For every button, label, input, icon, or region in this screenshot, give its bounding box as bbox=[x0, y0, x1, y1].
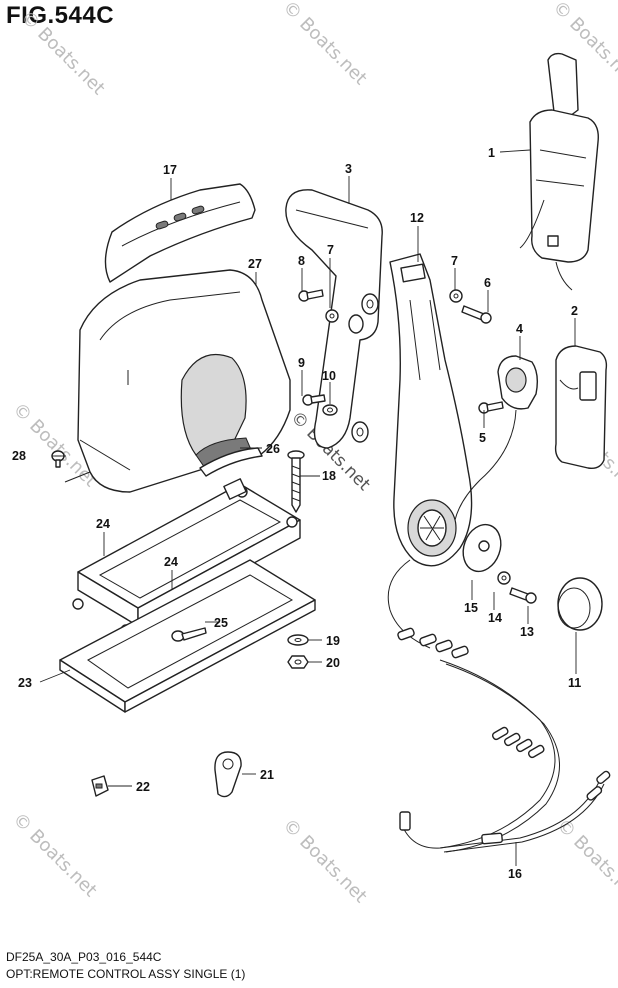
part-13-screw bbox=[509, 587, 537, 604]
part-number-labels: 1 2 3 4 5 6 7 7 8 9 10 11 12 13 14 15 16… bbox=[12, 146, 581, 881]
label-part-5: 5 bbox=[479, 431, 486, 445]
label-part-14: 14 bbox=[488, 611, 502, 625]
label-part-24: 24 bbox=[96, 517, 110, 531]
label-part-12: 12 bbox=[410, 211, 424, 225]
label-part-28: 28 bbox=[12, 449, 26, 463]
leader-lines bbox=[39, 149, 577, 866]
label-part-21: 21 bbox=[260, 768, 274, 782]
part-5-screw bbox=[478, 401, 504, 414]
part-20-nut bbox=[287, 655, 309, 669]
part-6-screw bbox=[461, 305, 492, 324]
watermark-text: © Boats.net bbox=[16, 7, 108, 99]
label-part-8: 8 bbox=[298, 254, 305, 268]
part-16-wiring-harness bbox=[387, 559, 611, 853]
footer-diagram-title: OPT:REMOTE CONTROL ASSY SINGLE (1) bbox=[6, 967, 246, 981]
label-part-15: 15 bbox=[464, 601, 478, 615]
label-part-26: 26 bbox=[266, 442, 280, 456]
label-part-6: 6 bbox=[484, 276, 491, 290]
label-part-10: 10 bbox=[322, 369, 336, 383]
part-23-base-plate bbox=[59, 559, 316, 713]
part-7-star-washer-left bbox=[325, 309, 339, 323]
part-2-handle-grip bbox=[554, 345, 608, 470]
watermark-text: © Boats.net bbox=[8, 809, 100, 901]
part-10-washer bbox=[322, 404, 338, 416]
label-part-7: 7 bbox=[451, 254, 458, 268]
part-22-clip bbox=[91, 775, 109, 797]
label-part-27: 27 bbox=[248, 257, 262, 271]
part-19-washer bbox=[287, 634, 309, 646]
part-12-control-arm bbox=[389, 253, 473, 567]
harness-connectors bbox=[397, 627, 611, 845]
part-21-clamp bbox=[214, 751, 242, 798]
watermark-text: © Boats.net bbox=[278, 815, 370, 907]
part-17-top-cover bbox=[104, 183, 256, 283]
part-7-star-washer-right bbox=[449, 289, 463, 303]
part-25-screw bbox=[171, 627, 207, 642]
label-part-18: 18 bbox=[322, 469, 336, 483]
part-9-screw bbox=[302, 394, 326, 406]
part-18-screw bbox=[287, 450, 305, 513]
label-part-4: 4 bbox=[516, 322, 523, 336]
label-part-19: 19 bbox=[326, 634, 340, 648]
part-8-screw bbox=[298, 289, 324, 302]
label-part-13: 13 bbox=[520, 625, 534, 639]
figure-title: FIG.544C bbox=[6, 2, 115, 29]
label-part-20: 20 bbox=[326, 656, 340, 670]
label-part-24: 24 bbox=[164, 555, 178, 569]
part-1-remote-assembly bbox=[519, 52, 599, 291]
part-26-clip bbox=[199, 447, 263, 477]
label-part-22: 22 bbox=[136, 780, 150, 794]
part-4-switch bbox=[454, 355, 539, 521]
watermark-text: © Boats.net bbox=[552, 815, 618, 907]
label-part-23: 23 bbox=[18, 676, 32, 690]
label-part-9: 9 bbox=[298, 356, 305, 370]
part-15-gasket bbox=[462, 523, 502, 573]
label-part-25: 25 bbox=[214, 616, 228, 630]
label-part-2: 2 bbox=[571, 304, 578, 318]
part-11-cap bbox=[557, 577, 603, 631]
label-part-17: 17 bbox=[163, 163, 177, 177]
watermark-text: © Boats.net bbox=[278, 0, 370, 89]
part-27-housing bbox=[64, 269, 291, 493]
part-14-washer bbox=[497, 571, 511, 585]
label-part-11: 11 bbox=[568, 676, 581, 690]
label-part-7: 7 bbox=[327, 243, 334, 257]
label-part-16: 16 bbox=[508, 867, 522, 881]
footer-diagram-code: DF25A_30A_P03_016_544C bbox=[6, 950, 162, 964]
label-part-3: 3 bbox=[345, 162, 352, 176]
label-part-1: 1 bbox=[488, 146, 495, 160]
